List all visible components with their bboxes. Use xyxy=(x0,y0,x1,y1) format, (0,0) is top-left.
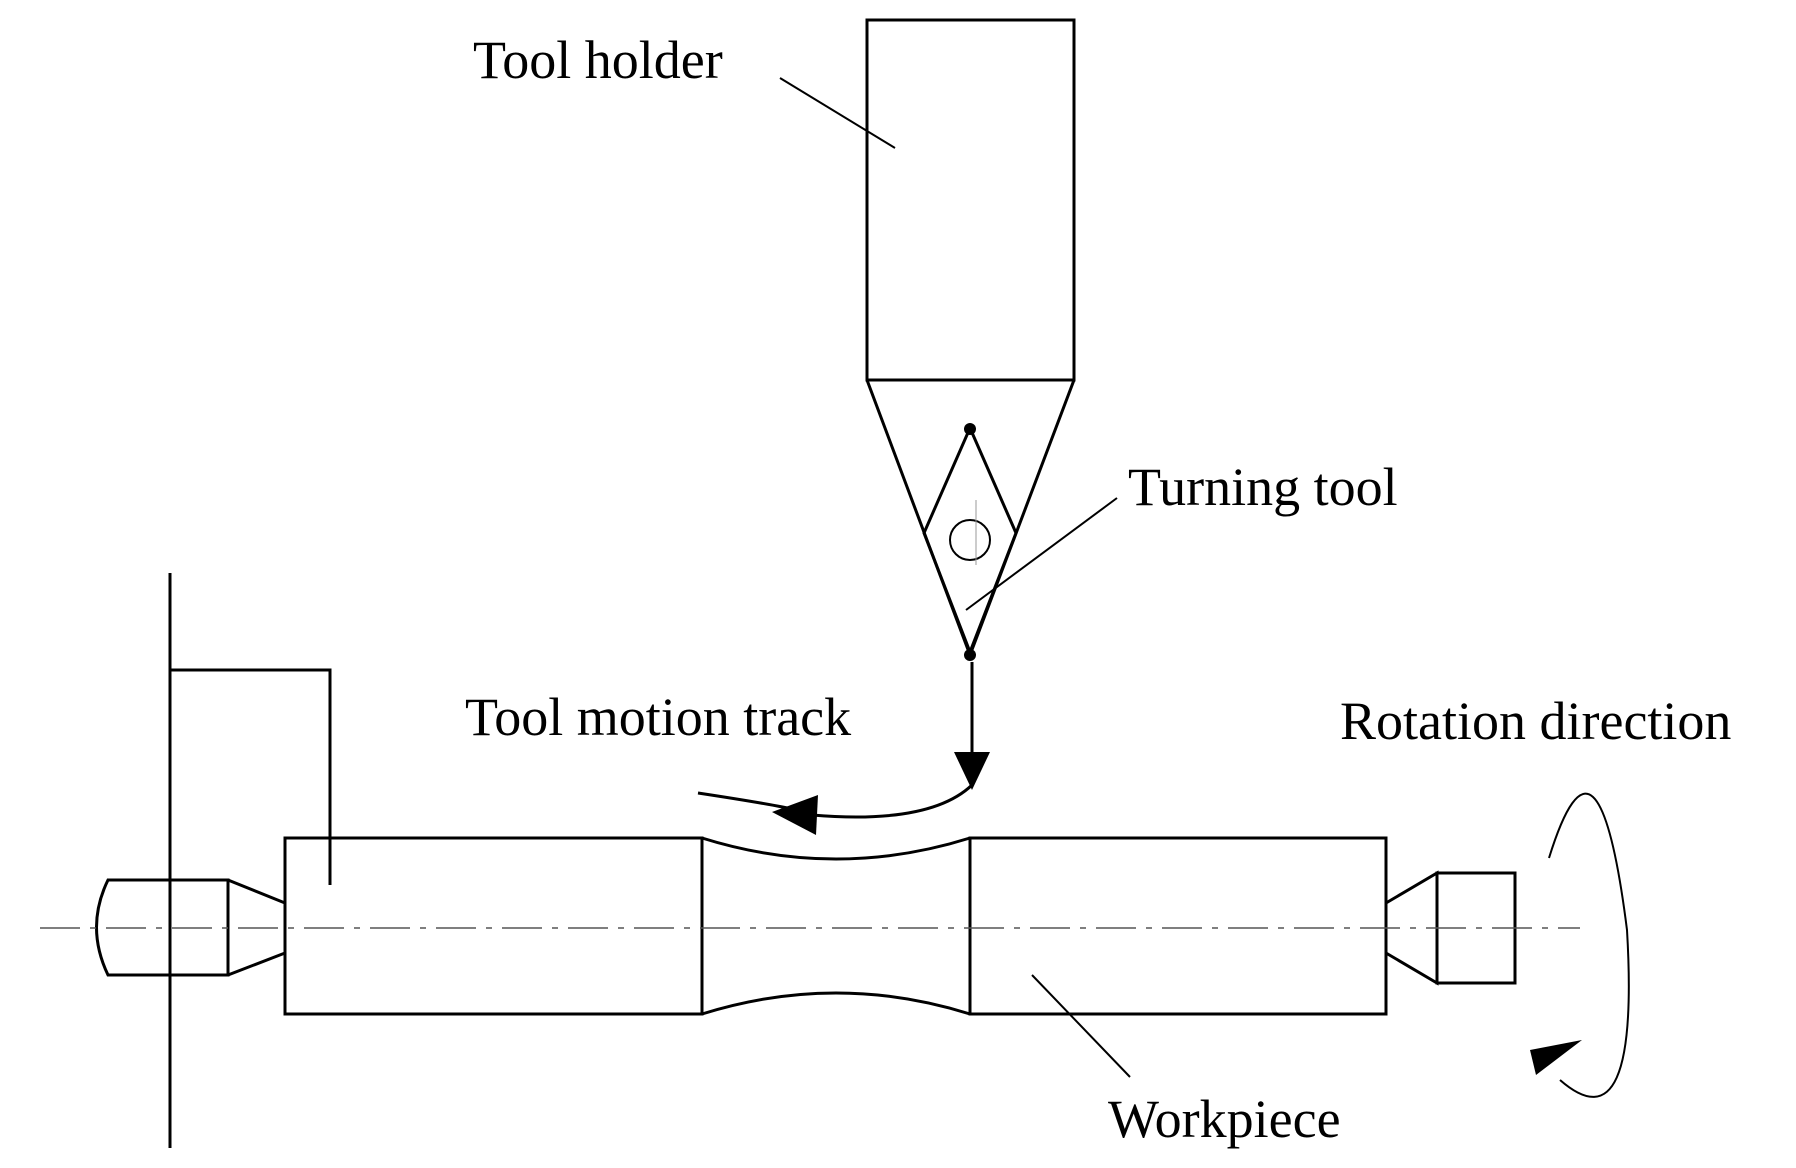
tool-motion-track-curve xyxy=(697,783,974,819)
tool-motion-track-arrowhead xyxy=(772,795,818,835)
tool-holder-label: Tool holder xyxy=(473,30,723,90)
tool-holder-shank xyxy=(865,18,1076,382)
insert-bottom-tip xyxy=(964,649,976,661)
workpiece-leader xyxy=(1031,974,1131,1078)
turning-tool-insert xyxy=(922,424,1018,657)
workpiece-neck-bottom xyxy=(701,991,971,1016)
tool-holder-head xyxy=(865,379,1076,660)
tool-motion-track-label: Tool motion track xyxy=(465,687,851,747)
workpiece-neck-top xyxy=(701,836,971,861)
rotation-arrowhead xyxy=(1530,1040,1582,1075)
left-center-body xyxy=(95,878,230,977)
turning-tool-label: Turning tool xyxy=(1128,457,1398,517)
headstock-bracket xyxy=(170,668,332,885)
tool-holder-leader xyxy=(779,77,896,149)
workpiece-left-section xyxy=(283,836,704,1016)
turning-tool-leader xyxy=(965,497,1118,611)
insert-top-tip xyxy=(964,423,976,435)
workpiece-label: Workpiece xyxy=(1108,1089,1341,1149)
rotation-direction-label: Rotation direction xyxy=(1340,691,1731,751)
insert-screw-hole xyxy=(949,519,991,561)
rotation-ellipse xyxy=(1548,792,1630,1098)
feed-arrow-head xyxy=(954,752,990,790)
workpiece-right-section xyxy=(968,836,1388,1016)
